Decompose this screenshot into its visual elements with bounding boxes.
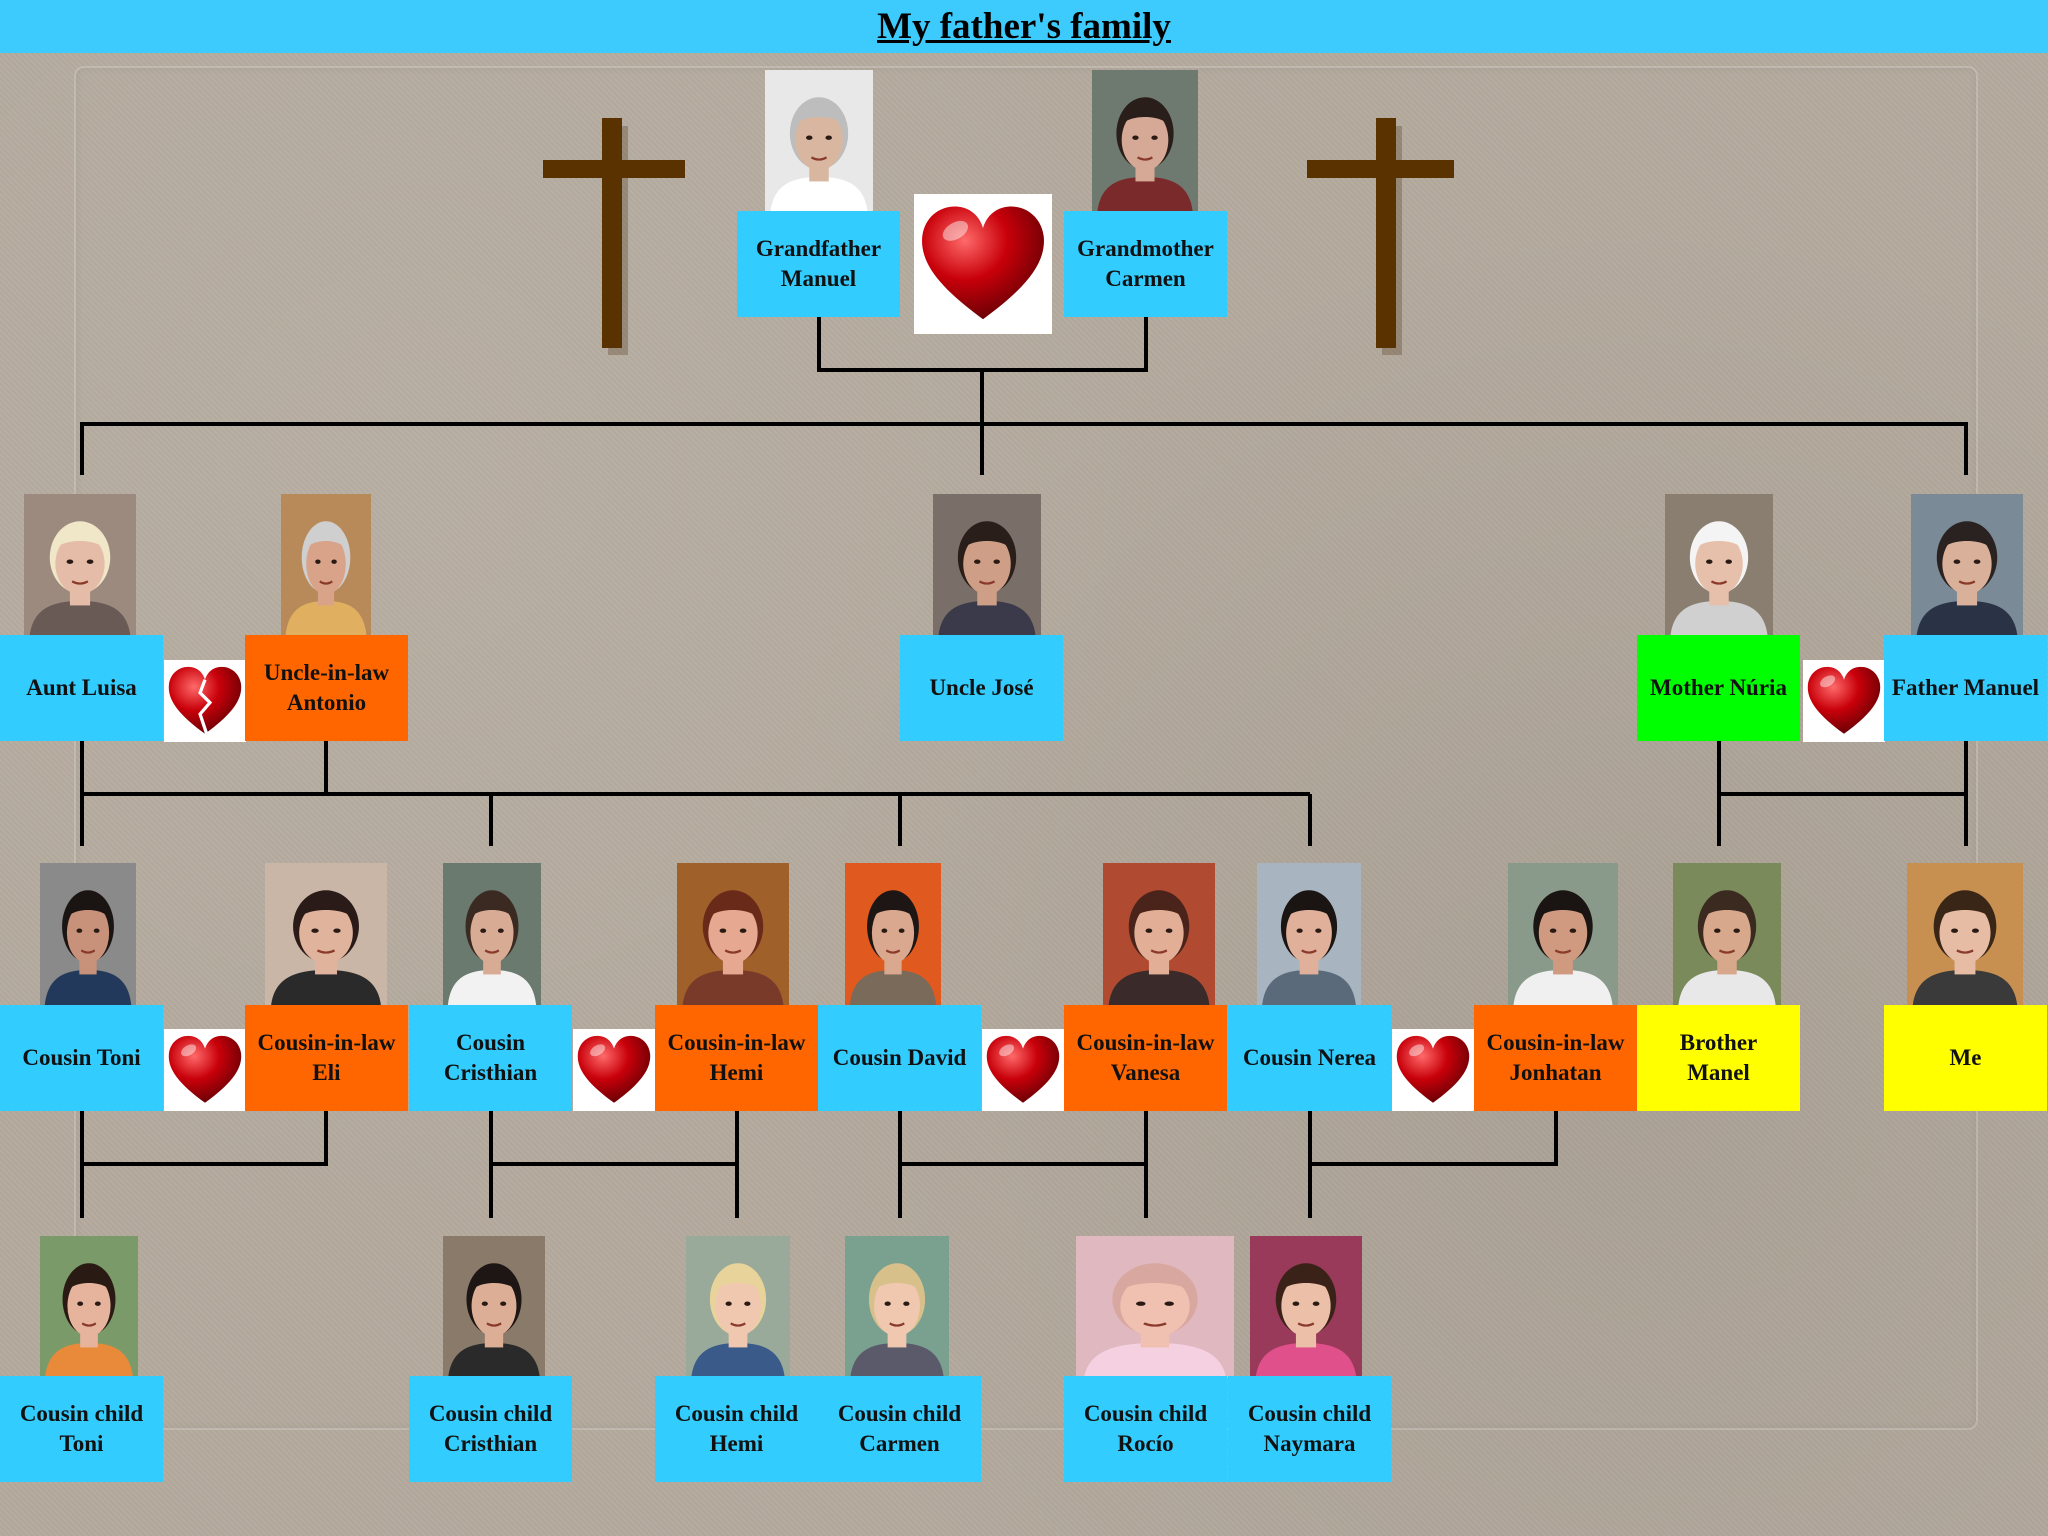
connector-group bbox=[80, 316, 1968, 1218]
portrait-photo-cousin-in-law-eli bbox=[265, 863, 387, 1005]
portrait-photo-father-manuel bbox=[1911, 494, 2023, 636]
page-title: My father's family bbox=[877, 6, 1171, 47]
person-label-cousin-in-law-eli: Cousin-in-law Eli bbox=[245, 1005, 408, 1111]
portrait-photo-cousin-nerea bbox=[1257, 863, 1361, 1005]
heart-icon bbox=[164, 1029, 246, 1111]
portrait-photo-grandfather-manuel bbox=[765, 70, 873, 212]
portrait-photo-aunt-luisa bbox=[24, 494, 136, 636]
portrait-photo-cousin-child-rocio bbox=[1076, 1236, 1234, 1378]
person-label-aunt-luisa: Aunt Luisa bbox=[0, 635, 163, 741]
portrait-photo-mother-nuria bbox=[1665, 494, 1773, 636]
portrait-photo-cousin-child-cristhian bbox=[443, 1236, 545, 1378]
cristhian-hemi-children-connector bbox=[489, 1111, 739, 1218]
heart-icon bbox=[1803, 660, 1885, 742]
person-label-cousin-in-law-jonhatan: Cousin-in-law Jonhatan bbox=[1474, 1005, 1637, 1111]
person-label-cousin-david: Cousin David bbox=[818, 1005, 981, 1111]
person-label-brother-manel: Brother Manel bbox=[1637, 1005, 1800, 1111]
person-label-cousin-in-law-hemi: Cousin-in-law Hemi bbox=[655, 1005, 818, 1111]
person-label-grandfather-manuel: Grandfather Manuel bbox=[737, 211, 900, 317]
portrait-photo-cousin-toni bbox=[40, 863, 136, 1005]
portrait-photo-cousin-in-law-vanesa bbox=[1103, 863, 1215, 1005]
person-label-cousin-child-cristhian: Cousin child Cristhian bbox=[409, 1376, 572, 1482]
grandparents-connector bbox=[80, 316, 1968, 475]
person-label-cousin-nerea: Cousin Nerea bbox=[1228, 1005, 1391, 1111]
david-vanesa-children-connector bbox=[898, 1111, 1148, 1218]
person-label-cousin-in-law-vanesa: Cousin-in-law Vanesa bbox=[1064, 1005, 1227, 1111]
portrait-photo-uncle-jose bbox=[933, 494, 1041, 636]
toni-eli-child-connector bbox=[80, 1111, 328, 1218]
heart-icon bbox=[914, 194, 1052, 334]
portrait-photo-brother-manel bbox=[1673, 863, 1781, 1005]
portrait-photo-uncle-in-law-antonio bbox=[281, 494, 371, 636]
heart-icon bbox=[573, 1029, 655, 1111]
heart-icon bbox=[982, 1029, 1064, 1111]
person-label-father-manuel: Father Manuel bbox=[1884, 635, 2047, 741]
portrait-photo-cousin-child-hemi bbox=[686, 1236, 790, 1378]
person-label-cousin-toni: Cousin Toni bbox=[0, 1005, 163, 1111]
portrait-photo-cousin-child-naymara bbox=[1250, 1236, 1362, 1378]
portrait-photo-cousin-in-law-hemi bbox=[677, 863, 789, 1005]
luisa-antonio-children-connector bbox=[80, 741, 1312, 846]
person-label-uncle-jose: Uncle José bbox=[900, 635, 1063, 741]
person-label-cousin-child-carmen: Cousin child Carmen bbox=[818, 1376, 981, 1482]
cross-icon bbox=[1307, 118, 1454, 355]
portrait-photo-cousin-david bbox=[845, 863, 941, 1005]
person-label-cousin-child-rocio: Cousin child Rocío bbox=[1064, 1376, 1227, 1482]
portrait-photo-cousin-child-carmen bbox=[845, 1236, 949, 1378]
portrait-photo-cousin-cristhian bbox=[443, 863, 541, 1005]
portrait-photo-cousin-in-law-jonhatan bbox=[1508, 863, 1618, 1005]
person-label-mother-nuria: Mother Núria bbox=[1637, 635, 1800, 741]
person-label-me: Me bbox=[1884, 1005, 2047, 1111]
tree-frame bbox=[74, 66, 1978, 1430]
person-label-grandmother-carmen: Grandmother Carmen bbox=[1064, 211, 1227, 317]
person-label-cousin-child-naymara: Cousin child Naymara bbox=[1228, 1376, 1391, 1482]
heart-icon bbox=[1392, 1029, 1474, 1111]
person-label-cousin-cristhian: Cousin Cristhian bbox=[409, 1005, 572, 1111]
title-bar bbox=[0, 0, 2048, 53]
portrait-photo-cousin-child-toni bbox=[40, 1236, 138, 1378]
person-label-uncle-in-law-antonio: Uncle-in-law Antonio bbox=[245, 635, 408, 741]
broken-heart-icon bbox=[164, 660, 246, 742]
parents-children-connector bbox=[1717, 741, 1968, 846]
cross-icon bbox=[543, 118, 685, 355]
portrait-photo-grandmother-carmen bbox=[1092, 70, 1198, 212]
portrait-photo-me bbox=[1907, 863, 2023, 1005]
person-label-cousin-child-hemi: Cousin child Hemi bbox=[655, 1376, 818, 1482]
person-label-cousin-child-toni: Cousin child Toni bbox=[0, 1376, 163, 1482]
nerea-jonhatan-child-connector bbox=[1308, 1111, 1558, 1218]
